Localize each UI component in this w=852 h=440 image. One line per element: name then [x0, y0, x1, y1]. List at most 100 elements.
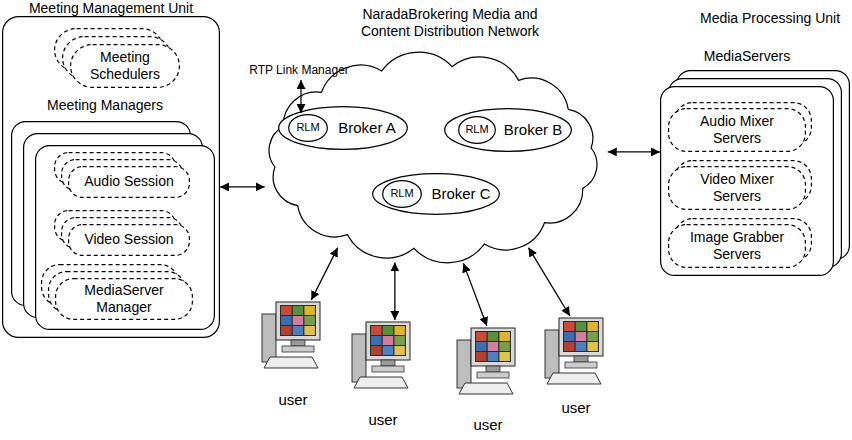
ellipse-outline	[373, 174, 500, 215]
screen-tile	[499, 352, 510, 361]
manager-box: Meeting ManagersAudio SessionVideo Sessi…	[35, 145, 215, 330]
node-label: Meeting Schedulers	[70, 49, 180, 83]
screen-tile	[281, 316, 292, 325]
computer-tower	[457, 340, 471, 388]
session-box: Audio Session	[68, 166, 190, 198]
screen-tile	[293, 326, 304, 335]
double-arrow	[608, 151, 660, 152]
screen-tile	[383, 336, 394, 345]
ellipse-outline	[383, 181, 422, 208]
session-box: Video Session	[68, 224, 190, 256]
screen-tile	[371, 346, 382, 355]
monitor-stand	[381, 360, 395, 366]
screen-tile	[587, 322, 598, 331]
screen-tile	[281, 306, 292, 315]
screen-tile	[564, 342, 575, 351]
box-outline	[71, 45, 180, 88]
box-outline	[69, 167, 190, 198]
user-workstation: user	[543, 316, 609, 416]
callout-label: RTP Link Manager	[238, 63, 360, 77]
screen-tile	[499, 332, 510, 341]
node-label: user	[543, 399, 609, 417]
double-arrow	[529, 248, 570, 316]
double-arrow	[220, 186, 265, 187]
monitor-case	[471, 328, 515, 366]
monitor-base	[565, 362, 597, 368]
screen-tile	[394, 326, 405, 335]
user-workstation: user	[260, 300, 326, 408]
node-label: Audio Session	[68, 173, 190, 190]
monitor-stand	[291, 340, 305, 346]
server-box: Image Grabber Servers	[668, 224, 806, 268]
node-label: Meeting Managers	[10, 97, 200, 114]
box-outline	[669, 225, 806, 268]
screen-tile	[293, 306, 304, 315]
screen-tile	[304, 306, 315, 315]
keyboard	[547, 373, 601, 384]
node-label: Broker B	[494, 121, 572, 139]
monitor-screen	[280, 305, 316, 336]
rlm-ellipse: RLM	[458, 116, 496, 144]
box-outline	[669, 167, 806, 210]
node-label: MediaServer Manager	[69, 282, 179, 316]
box-outline	[56, 279, 193, 320]
monitor-screen	[475, 331, 511, 362]
node-label: Broker C	[422, 185, 500, 203]
ellipse-outline	[279, 107, 408, 150]
screen-tile	[576, 322, 587, 331]
node-label: RLM	[458, 123, 496, 136]
user-workstation: user	[455, 326, 521, 433]
screen-tile	[371, 326, 382, 335]
screen-tile	[476, 332, 487, 341]
box-outline	[661, 87, 834, 276]
screen-tile	[476, 342, 487, 351]
screen-tile	[394, 346, 405, 355]
box-outline	[69, 225, 190, 256]
server-pool-box: MediaServersAudio Mixer ServersVideo Mix…	[660, 86, 834, 276]
double-arrow	[311, 248, 337, 300]
user-workstation: user	[350, 320, 416, 428]
screen-tile	[476, 352, 487, 361]
monitor-base	[372, 366, 404, 372]
server-manager-box: MediaServer Manager	[55, 278, 193, 320]
monitor-case	[276, 302, 320, 340]
node-label: user	[350, 411, 416, 429]
screen-tile	[383, 326, 394, 335]
broker-ellipse: Broker BRLM	[444, 108, 572, 152]
node-label: user	[455, 416, 521, 434]
screen-tile	[488, 332, 499, 341]
node-label: NaradaBrokering Media and Content Distri…	[342, 6, 558, 40]
screen-tile	[383, 346, 394, 355]
screen-tile	[499, 342, 510, 351]
monitor-screen	[370, 325, 406, 356]
node-label: RLM	[288, 121, 328, 134]
node-label: Audio Mixer Servers	[677, 113, 797, 147]
server-box: Video Mixer Servers	[668, 166, 806, 210]
region-label: Media Processing Unit	[688, 10, 852, 27]
monitor-stand	[486, 366, 500, 372]
box-outline	[669, 109, 806, 152]
unit-frame: Meeting Management UnitMeeting Scheduler…	[2, 16, 220, 338]
screen-tile	[394, 336, 405, 345]
rlm-ellipse: RLM	[382, 180, 422, 208]
computer-tower	[352, 334, 366, 382]
screen-tile	[488, 352, 499, 361]
node-label: MediaServers	[680, 48, 814, 65]
node-label: Image Grabber Servers	[677, 229, 797, 263]
double-arrow	[394, 262, 395, 320]
cloud-outline	[269, 52, 597, 263]
node-label: Broker A	[326, 119, 408, 137]
screen-tile	[304, 316, 315, 325]
network-cloud: NaradaBrokering Media and Content Distri…	[258, 50, 608, 265]
box-outline	[36, 146, 215, 330]
node-shape	[258, 50, 608, 265]
node-label: Video Mixer Servers	[677, 171, 797, 205]
monitor-base	[477, 372, 509, 378]
rlm-ellipse: RLM	[288, 114, 328, 142]
screen-tile	[488, 342, 499, 351]
screen-tile	[587, 332, 598, 341]
monitor-stand	[574, 356, 588, 362]
screen-tile	[564, 322, 575, 331]
ellipse-outline	[445, 109, 572, 152]
monitor-screen	[563, 321, 599, 352]
